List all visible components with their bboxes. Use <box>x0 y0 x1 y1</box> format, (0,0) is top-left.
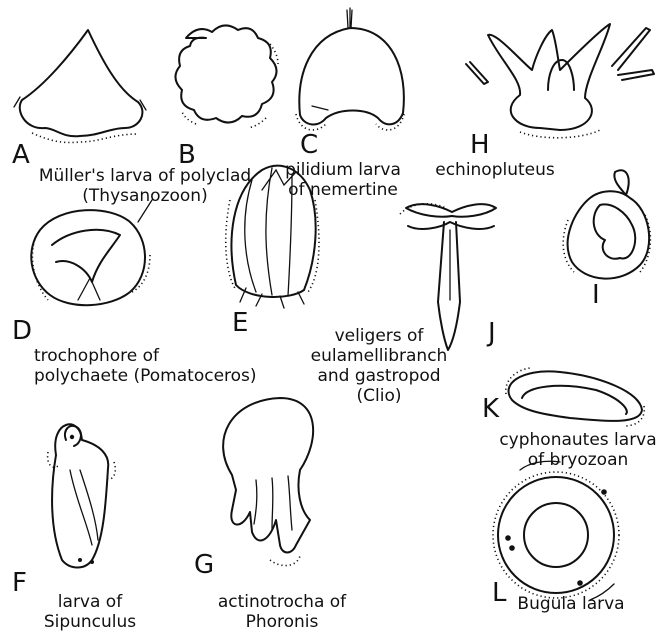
figure-f-sipunculus-drawing <box>48 424 116 567</box>
figure-letter-a: A <box>12 142 30 168</box>
caption-l-line-1: Bugula larva <box>506 594 636 614</box>
figure-letter-f: F <box>12 570 27 596</box>
caption-k: cyphonautes larva of bryozoan <box>498 430 658 470</box>
caption-a: Müller's larva of polyclad (Thysanozoon) <box>12 166 278 206</box>
caption-h: echinopluteus <box>430 160 560 180</box>
figure-letter-i: I <box>592 282 600 308</box>
caption-e-line-1: veligers of <box>296 326 462 346</box>
caption-d-line-2: polychaete (Pomatoceros) <box>34 366 294 386</box>
caption-e-line-4: (Clio) <box>296 386 462 406</box>
figure-letter-h: H <box>470 132 490 158</box>
figure-letter-c: C <box>300 132 318 158</box>
caption-c: pilidium larva of nemertine <box>268 160 418 200</box>
figure-letter-e: E <box>232 310 248 336</box>
caption-f-line-2: Sipunculus <box>30 612 150 632</box>
figure-letter-j: J <box>488 320 496 346</box>
caption-d: trochophore of polychaete (Pomatoceros) <box>34 346 294 386</box>
caption-d-line-1: trochophore of <box>34 346 294 366</box>
figure-a-mullers-larva-drawing <box>14 30 146 143</box>
caption-c-line-1: pilidium larva <box>268 160 418 180</box>
figure-b-rosette-drawing <box>175 25 278 128</box>
figure-k-cyphonautes-drawing <box>506 368 644 426</box>
caption-f: larva of Sipunculus <box>30 592 150 632</box>
figure-letter-l: L <box>492 580 507 606</box>
figure-g-actinotrocha-drawing <box>223 398 313 566</box>
figure-letter-b: B <box>178 142 196 168</box>
figure-letter-g: G <box>194 552 214 578</box>
caption-e-line-2: eulamellibranch <box>296 346 462 366</box>
figure-letter-k: K <box>482 396 499 422</box>
caption-c-line-2: of nemertine <box>268 180 418 200</box>
caption-k-line-1: cyphonautes larva <box>498 430 658 450</box>
figure-h-echinopluteus-drawing <box>466 24 654 138</box>
caption-a-line-1: Müller's larva of polyclad <box>12 166 278 186</box>
figure-i-larva-drawing <box>563 170 650 278</box>
caption-l: Bugula larva <box>506 594 636 614</box>
figure-l-bugula-drawing <box>493 461 619 600</box>
caption-a-line-2: (Thysanozoon) <box>12 186 278 206</box>
caption-g-line-1: actinotrocha of <box>212 592 352 612</box>
caption-h-line-1: echinopluteus <box>430 160 560 180</box>
caption-e: veligers of eulamellibranch and gastropo… <box>296 326 462 406</box>
figure-d-trochophore-drawing <box>31 200 152 305</box>
caption-g-line-2: Phoronis <box>212 612 352 632</box>
caption-e-line-3: and gastropod <box>296 366 462 386</box>
caption-k-line-2: of bryozoan <box>498 450 658 470</box>
figure-letter-d: D <box>12 318 32 344</box>
caption-f-line-1: larva of <box>30 592 150 612</box>
figure-c-pilidium-drawing <box>296 8 404 130</box>
caption-g: actinotrocha of Phoronis <box>212 592 352 632</box>
